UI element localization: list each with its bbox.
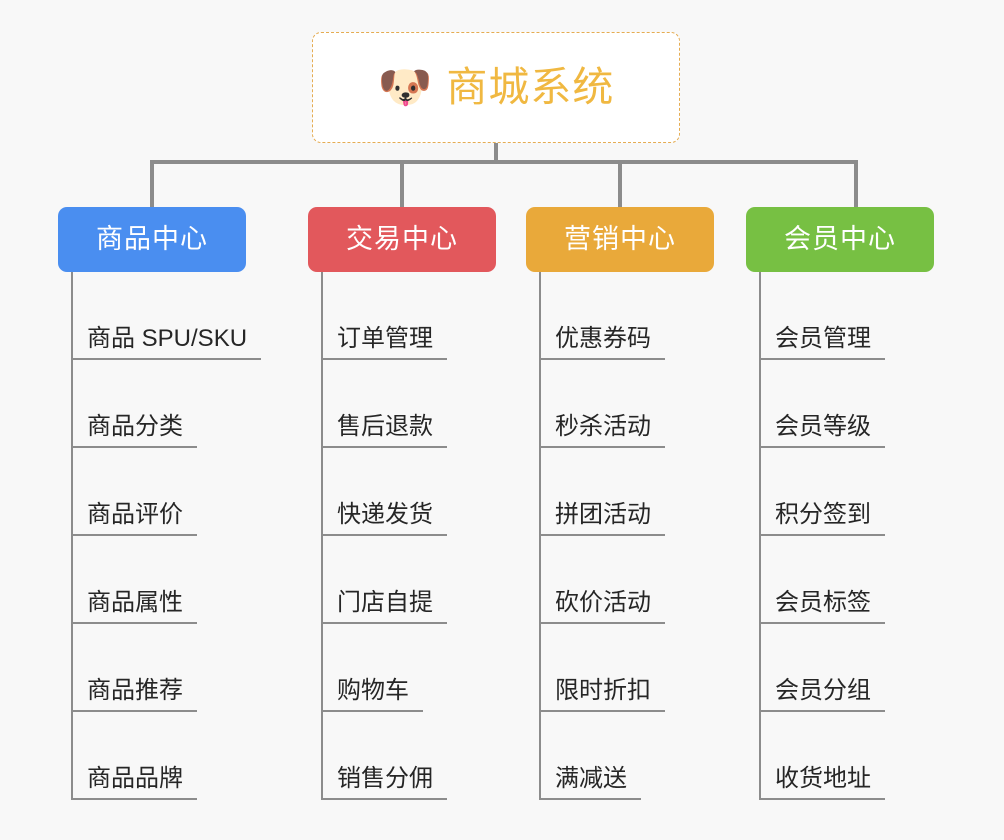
category-items-1: 订单管理 售后退款 快递发货 门店自提 购物车 销售分佣 [308,272,496,800]
list-item[interactable]: 会员管理 [760,272,934,360]
category-header-0[interactable]: 商品中心 [58,207,246,272]
list-item[interactable]: 会员标签 [760,536,934,624]
list-item-label: 售后退款 [337,412,433,440]
list-item[interactable]: 订单管理 [322,272,496,360]
list-item[interactable]: 收货地址 [760,712,934,800]
list-item[interactable]: 会员分组 [760,624,934,712]
branch-spine [759,272,761,800]
list-item[interactable]: 积分签到 [760,448,934,536]
list-item-label: 拼团活动 [555,500,651,528]
list-item-label: 订单管理 [337,324,433,352]
list-item[interactable]: 拼团活动 [540,448,714,536]
list-item[interactable]: 优惠券码 [540,272,714,360]
root-title: 商城系统 [446,64,615,110]
list-item[interactable]: 购物车 [322,624,496,712]
list-item-label: 快递发货 [337,500,433,528]
connector-drop-2 [400,160,404,208]
list-item-label: 优惠券码 [555,324,651,352]
connector-drop-4 [854,160,858,208]
list-item[interactable]: 商品 SPU/SKU [72,272,262,360]
connector-drop-3 [618,160,622,208]
category-header-2[interactable]: 营销中心 [526,207,714,272]
list-item-label: 限时折扣 [555,676,651,704]
list-item[interactable]: 商品分类 [72,360,246,448]
list-item-label: 销售分佣 [337,764,433,792]
category-label: 交易中心 [346,224,458,254]
connector-horizontal-bus [150,160,858,164]
list-item-label: 商品推荐 [87,676,183,704]
list-item[interactable]: 砍价活动 [540,536,714,624]
category-column-2: 营销中心 优惠券码 秒杀活动 拼团活动 砍价活动 限时折扣 满减送 [526,207,714,800]
list-item[interactable]: 限时折扣 [540,624,714,712]
branch-spine [71,272,73,800]
category-label: 会员中心 [784,224,896,254]
branch-spine [539,272,541,800]
list-item[interactable]: 会员等级 [760,360,934,448]
connector-root-stem [494,143,498,162]
list-item-label: 商品属性 [87,588,183,616]
category-items-3: 会员管理 会员等级 积分签到 会员标签 会员分组 收货地址 [746,272,934,800]
list-item[interactable]: 销售分佣 [322,712,496,800]
list-item[interactable]: 商品评价 [72,448,246,536]
list-item-label: 会员等级 [775,412,871,440]
branch-spine [321,272,323,800]
connector-drop-1 [150,160,154,208]
list-item[interactable]: 商品品牌 [72,712,246,800]
list-item[interactable]: 满减送 [540,712,714,800]
root-node[interactable]: 🐶 商城系统 [312,32,680,143]
category-label: 营销中心 [564,224,676,254]
list-item[interactable]: 商品推荐 [72,624,246,712]
list-item[interactable]: 秒杀活动 [540,360,714,448]
category-label: 商品中心 [96,224,208,254]
category-column-1: 交易中心 订单管理 售后退款 快递发货 门店自提 购物车 销售分佣 [308,207,496,800]
list-item[interactable]: 售后退款 [322,360,496,448]
shiba-dog-icon: 🐶 [377,62,433,112]
list-item-label: 商品品牌 [87,764,183,792]
list-item-label: 会员管理 [775,324,871,352]
category-header-3[interactable]: 会员中心 [746,207,934,272]
list-item-label: 商品 SPU/SKU [87,324,248,352]
list-item[interactable]: 快递发货 [322,448,496,536]
list-item-label: 购物车 [337,676,409,704]
category-items-0: 商品 SPU/SKU 商品分类 商品评价 商品属性 商品推荐 商品品牌 [58,272,262,800]
list-item-label: 会员标签 [775,588,871,616]
list-item[interactable]: 门店自提 [322,536,496,624]
list-item-label: 积分签到 [775,500,871,528]
list-item-label: 满减送 [555,764,627,792]
list-item-label: 砍价活动 [555,588,651,616]
list-item[interactable]: 商品属性 [72,536,246,624]
list-item-label: 秒杀活动 [555,412,651,440]
list-item-label: 门店自提 [337,588,433,616]
category-header-1[interactable]: 交易中心 [308,207,496,272]
list-item-label: 收货地址 [775,764,871,792]
category-column-0: 商品中心 商品 SPU/SKU 商品分类 商品评价 商品属性 商品推荐 商品品牌 [58,207,262,800]
category-items-2: 优惠券码 秒杀活动 拼团活动 砍价活动 限时折扣 满减送 [526,272,714,800]
list-item-label: 会员分组 [775,676,871,704]
list-item-label: 商品评价 [87,500,183,528]
category-column-3: 会员中心 会员管理 会员等级 积分签到 会员标签 会员分组 收货地址 [746,207,934,800]
list-item-label: 商品分类 [87,412,183,440]
